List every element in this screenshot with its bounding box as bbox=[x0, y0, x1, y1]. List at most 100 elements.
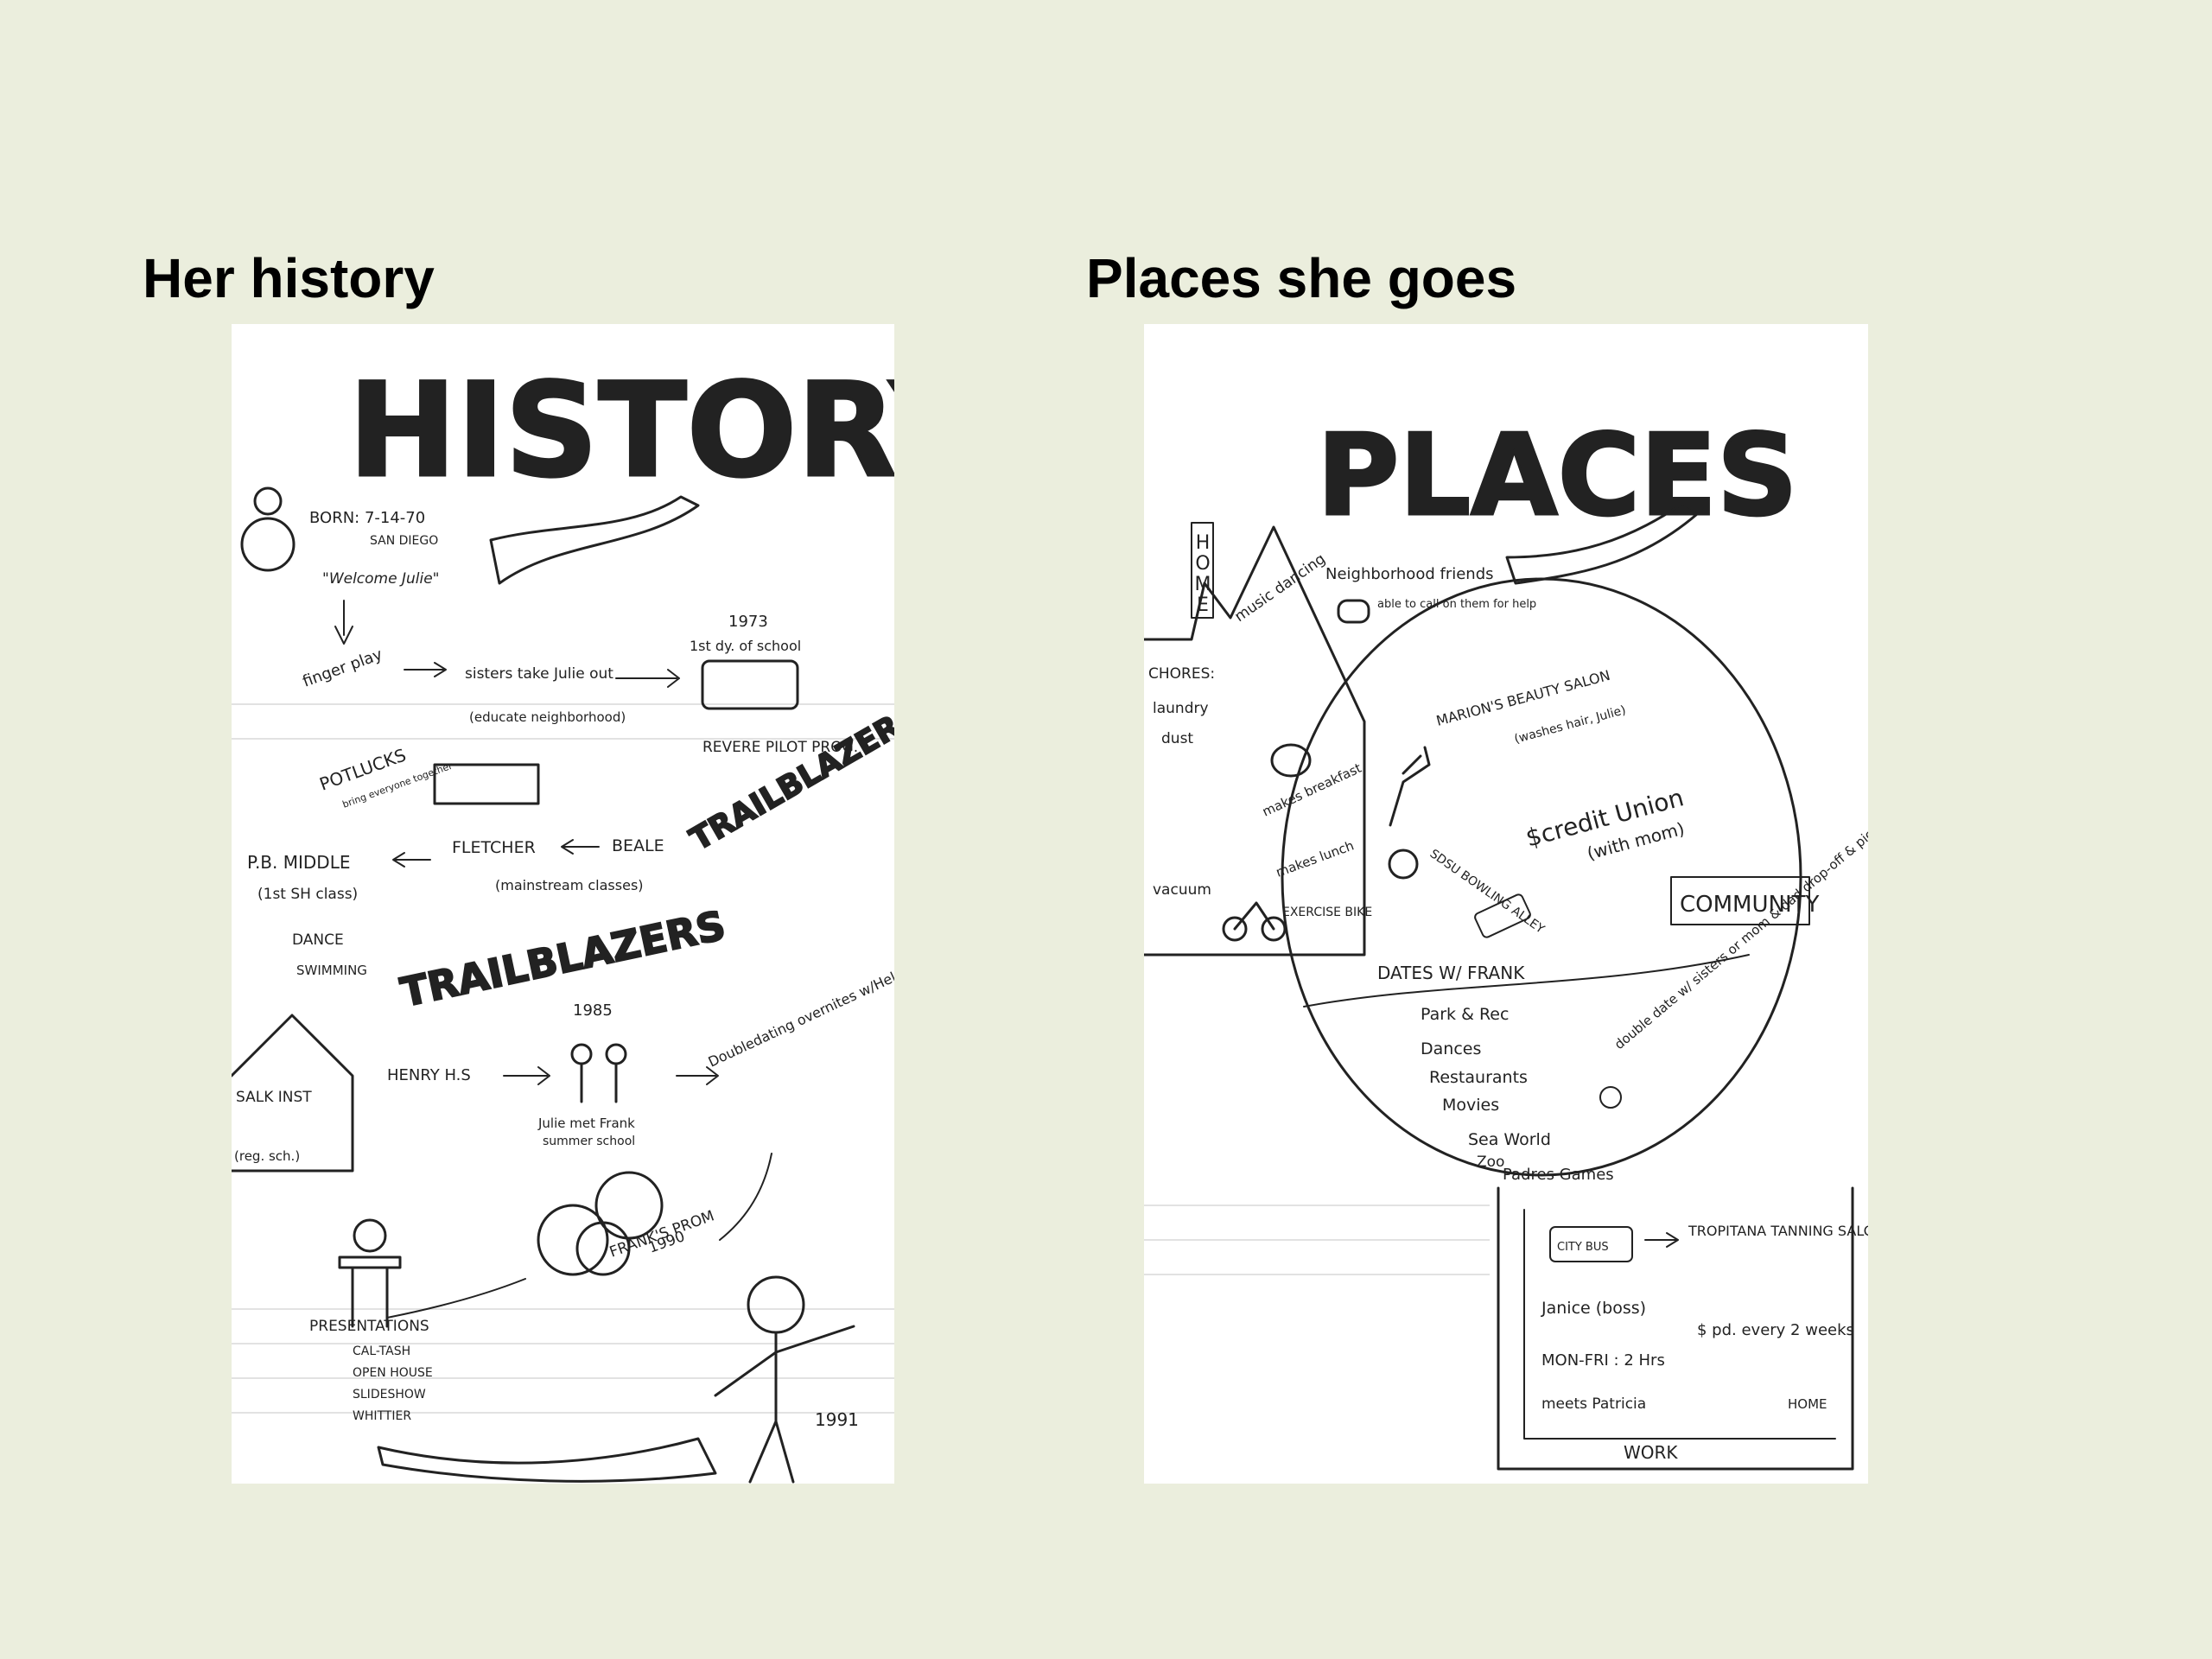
tropitana: TROPITANA TANNING SALON bbox=[1688, 1223, 1868, 1239]
pres-item-2: OPEN HOUSE bbox=[353, 1366, 433, 1380]
sea-world: Sea World bbox=[1468, 1130, 1551, 1149]
baby-figure bbox=[240, 486, 296, 572]
places-title: PLACES bbox=[1317, 410, 1798, 541]
summer-school: summer school bbox=[543, 1135, 635, 1148]
work-box bbox=[1497, 1186, 1854, 1471]
meets-patricia: meets Patricia bbox=[1541, 1395, 1646, 1413]
mon-fri: MON-FRI : 2 Hrs bbox=[1541, 1351, 1665, 1370]
chore-dust: dust bbox=[1161, 730, 1193, 747]
home-sign bbox=[1191, 522, 1214, 619]
bottom-banner bbox=[377, 1437, 717, 1483]
arrow-curve-1 bbox=[719, 1153, 772, 1241]
pb-middle: P.B. MIDDLE bbox=[247, 852, 350, 873]
community-label: COMMUNITY bbox=[1680, 892, 1820, 918]
arrow-right-1 bbox=[404, 662, 447, 677]
born-text: BORN: 7-14-70 bbox=[309, 509, 425, 527]
work-inner bbox=[1523, 1209, 1836, 1440]
school-bus bbox=[701, 659, 799, 710]
skillet-icon bbox=[1270, 743, 1312, 778]
prom-balloons bbox=[537, 1171, 664, 1276]
arrow-right-3 bbox=[503, 1066, 550, 1085]
community-box bbox=[1670, 876, 1810, 925]
potluck-table bbox=[433, 763, 540, 805]
call-on: able to call on them for help bbox=[1377, 598, 1536, 611]
henry-hs: HENRY H.S bbox=[387, 1066, 471, 1084]
first-day: 1st dy. of school bbox=[690, 638, 801, 654]
paid-every: $ pd. every 2 weeks bbox=[1697, 1321, 1854, 1339]
born-place: SAN DIEGO bbox=[370, 534, 438, 548]
finger-play: finger play bbox=[301, 645, 385, 691]
trailblazers-upper: TRAILBLAZERS bbox=[684, 698, 894, 858]
swimming: SWIMMING bbox=[296, 963, 367, 978]
neighborhood-friends: Neighborhood friends bbox=[1325, 565, 1494, 583]
exercise-bike: EXERCISE BIKE bbox=[1282, 906, 1372, 919]
bowling-ball-icon bbox=[1388, 849, 1419, 880]
first-sh-class: (1st SH class) bbox=[257, 886, 358, 903]
dance: DANCE bbox=[292, 931, 344, 949]
city-bus-box bbox=[1549, 1226, 1633, 1262]
dates-frank: DATES W/ FRANK bbox=[1377, 963, 1525, 983]
dances: Dances bbox=[1421, 1039, 1481, 1058]
left-heading: Her history bbox=[143, 247, 435, 309]
work-label: WORK bbox=[1624, 1442, 1678, 1463]
notebook-lines bbox=[1144, 1205, 1490, 1275]
makes-lunch: makes lunch bbox=[1274, 837, 1356, 880]
restaurants: Restaurants bbox=[1429, 1068, 1528, 1087]
welcome-text: "Welcome Julie" bbox=[322, 570, 440, 588]
couple-figures bbox=[570, 1043, 627, 1103]
padres-games: Padres Games bbox=[1503, 1166, 1614, 1184]
salk-note: (reg. sch.) bbox=[234, 1148, 300, 1164]
dates-divider bbox=[1303, 954, 1750, 1007]
sisters-text: sisters take Julie out bbox=[465, 665, 613, 683]
title-banner bbox=[489, 495, 700, 585]
adult-figure bbox=[714, 1275, 855, 1484]
doubledating: Doubledating overnites w/Helen bbox=[706, 962, 894, 1071]
history-sketch: HISTORY BORN: 7-14-70 SAN DIEGO "Welcome… bbox=[232, 355, 894, 1484]
revere-text: REVERE PILOT PROG. bbox=[702, 739, 858, 756]
zoo: Zoo bbox=[1477, 1154, 1504, 1171]
exercise-bike-icon bbox=[1222, 901, 1287, 942]
salk: SALK INST bbox=[236, 1089, 312, 1106]
school-house bbox=[232, 1014, 354, 1173]
year-1985: 1985 bbox=[573, 1001, 613, 1020]
arrow-to-salon bbox=[1644, 1232, 1679, 1248]
city-bus: CITY BUS bbox=[1557, 1241, 1609, 1254]
arrow-right-2 bbox=[615, 669, 680, 688]
title-banner bbox=[1505, 504, 1699, 585]
janice-boss: Janice (boss) bbox=[1541, 1299, 1646, 1318]
park-rec: Park & Rec bbox=[1421, 1005, 1509, 1024]
met-frank: Julie met Frank bbox=[537, 1116, 635, 1131]
notebook-lines bbox=[232, 703, 894, 1414]
chore-vacuum: vacuum bbox=[1153, 881, 1211, 899]
arrow-curve-2 bbox=[386, 1278, 526, 1319]
home-house bbox=[1144, 525, 1366, 957]
home-arrow: HOME bbox=[1788, 1396, 1827, 1412]
mainstream: (mainstream classes) bbox=[495, 877, 644, 893]
arrow-left-1 bbox=[392, 852, 431, 868]
arrow-left-2 bbox=[561, 839, 600, 855]
pres-item-1: CAL-TASH bbox=[353, 1344, 410, 1358]
salon-chair-icon bbox=[1389, 746, 1431, 827]
chores-label: CHORES: bbox=[1148, 665, 1215, 683]
presentations: PRESENTATIONS bbox=[309, 1318, 429, 1335]
sisters-note: (educate neighborhood) bbox=[469, 709, 626, 725]
podium-figure bbox=[338, 1218, 402, 1328]
chore-laundry: laundry bbox=[1153, 700, 1209, 717]
trailblazers-lower: TRAILBLAZERS bbox=[397, 901, 729, 1015]
bowling-alley: SDSU BOWLING ALLEY bbox=[1427, 847, 1548, 937]
pres-item-3: SLIDESHOW bbox=[353, 1388, 426, 1402]
city-bus-icon bbox=[1474, 893, 1531, 938]
history-title: HISTORY bbox=[348, 356, 894, 506]
year-1991: 1991 bbox=[815, 1409, 859, 1430]
beale: BEALE bbox=[612, 836, 664, 855]
history-drawing: HISTORY BORN: 7-14-70 SAN DIEGO "Welcome… bbox=[232, 324, 894, 1484]
year-1973: 1973 bbox=[728, 613, 768, 631]
pres-item-4: WHITTIER bbox=[353, 1409, 411, 1423]
bird-icon bbox=[1599, 1086, 1622, 1109]
phone-icon bbox=[1337, 599, 1370, 624]
movies: Movies bbox=[1442, 1096, 1499, 1115]
fletcher: FLETCHER bbox=[452, 838, 536, 857]
